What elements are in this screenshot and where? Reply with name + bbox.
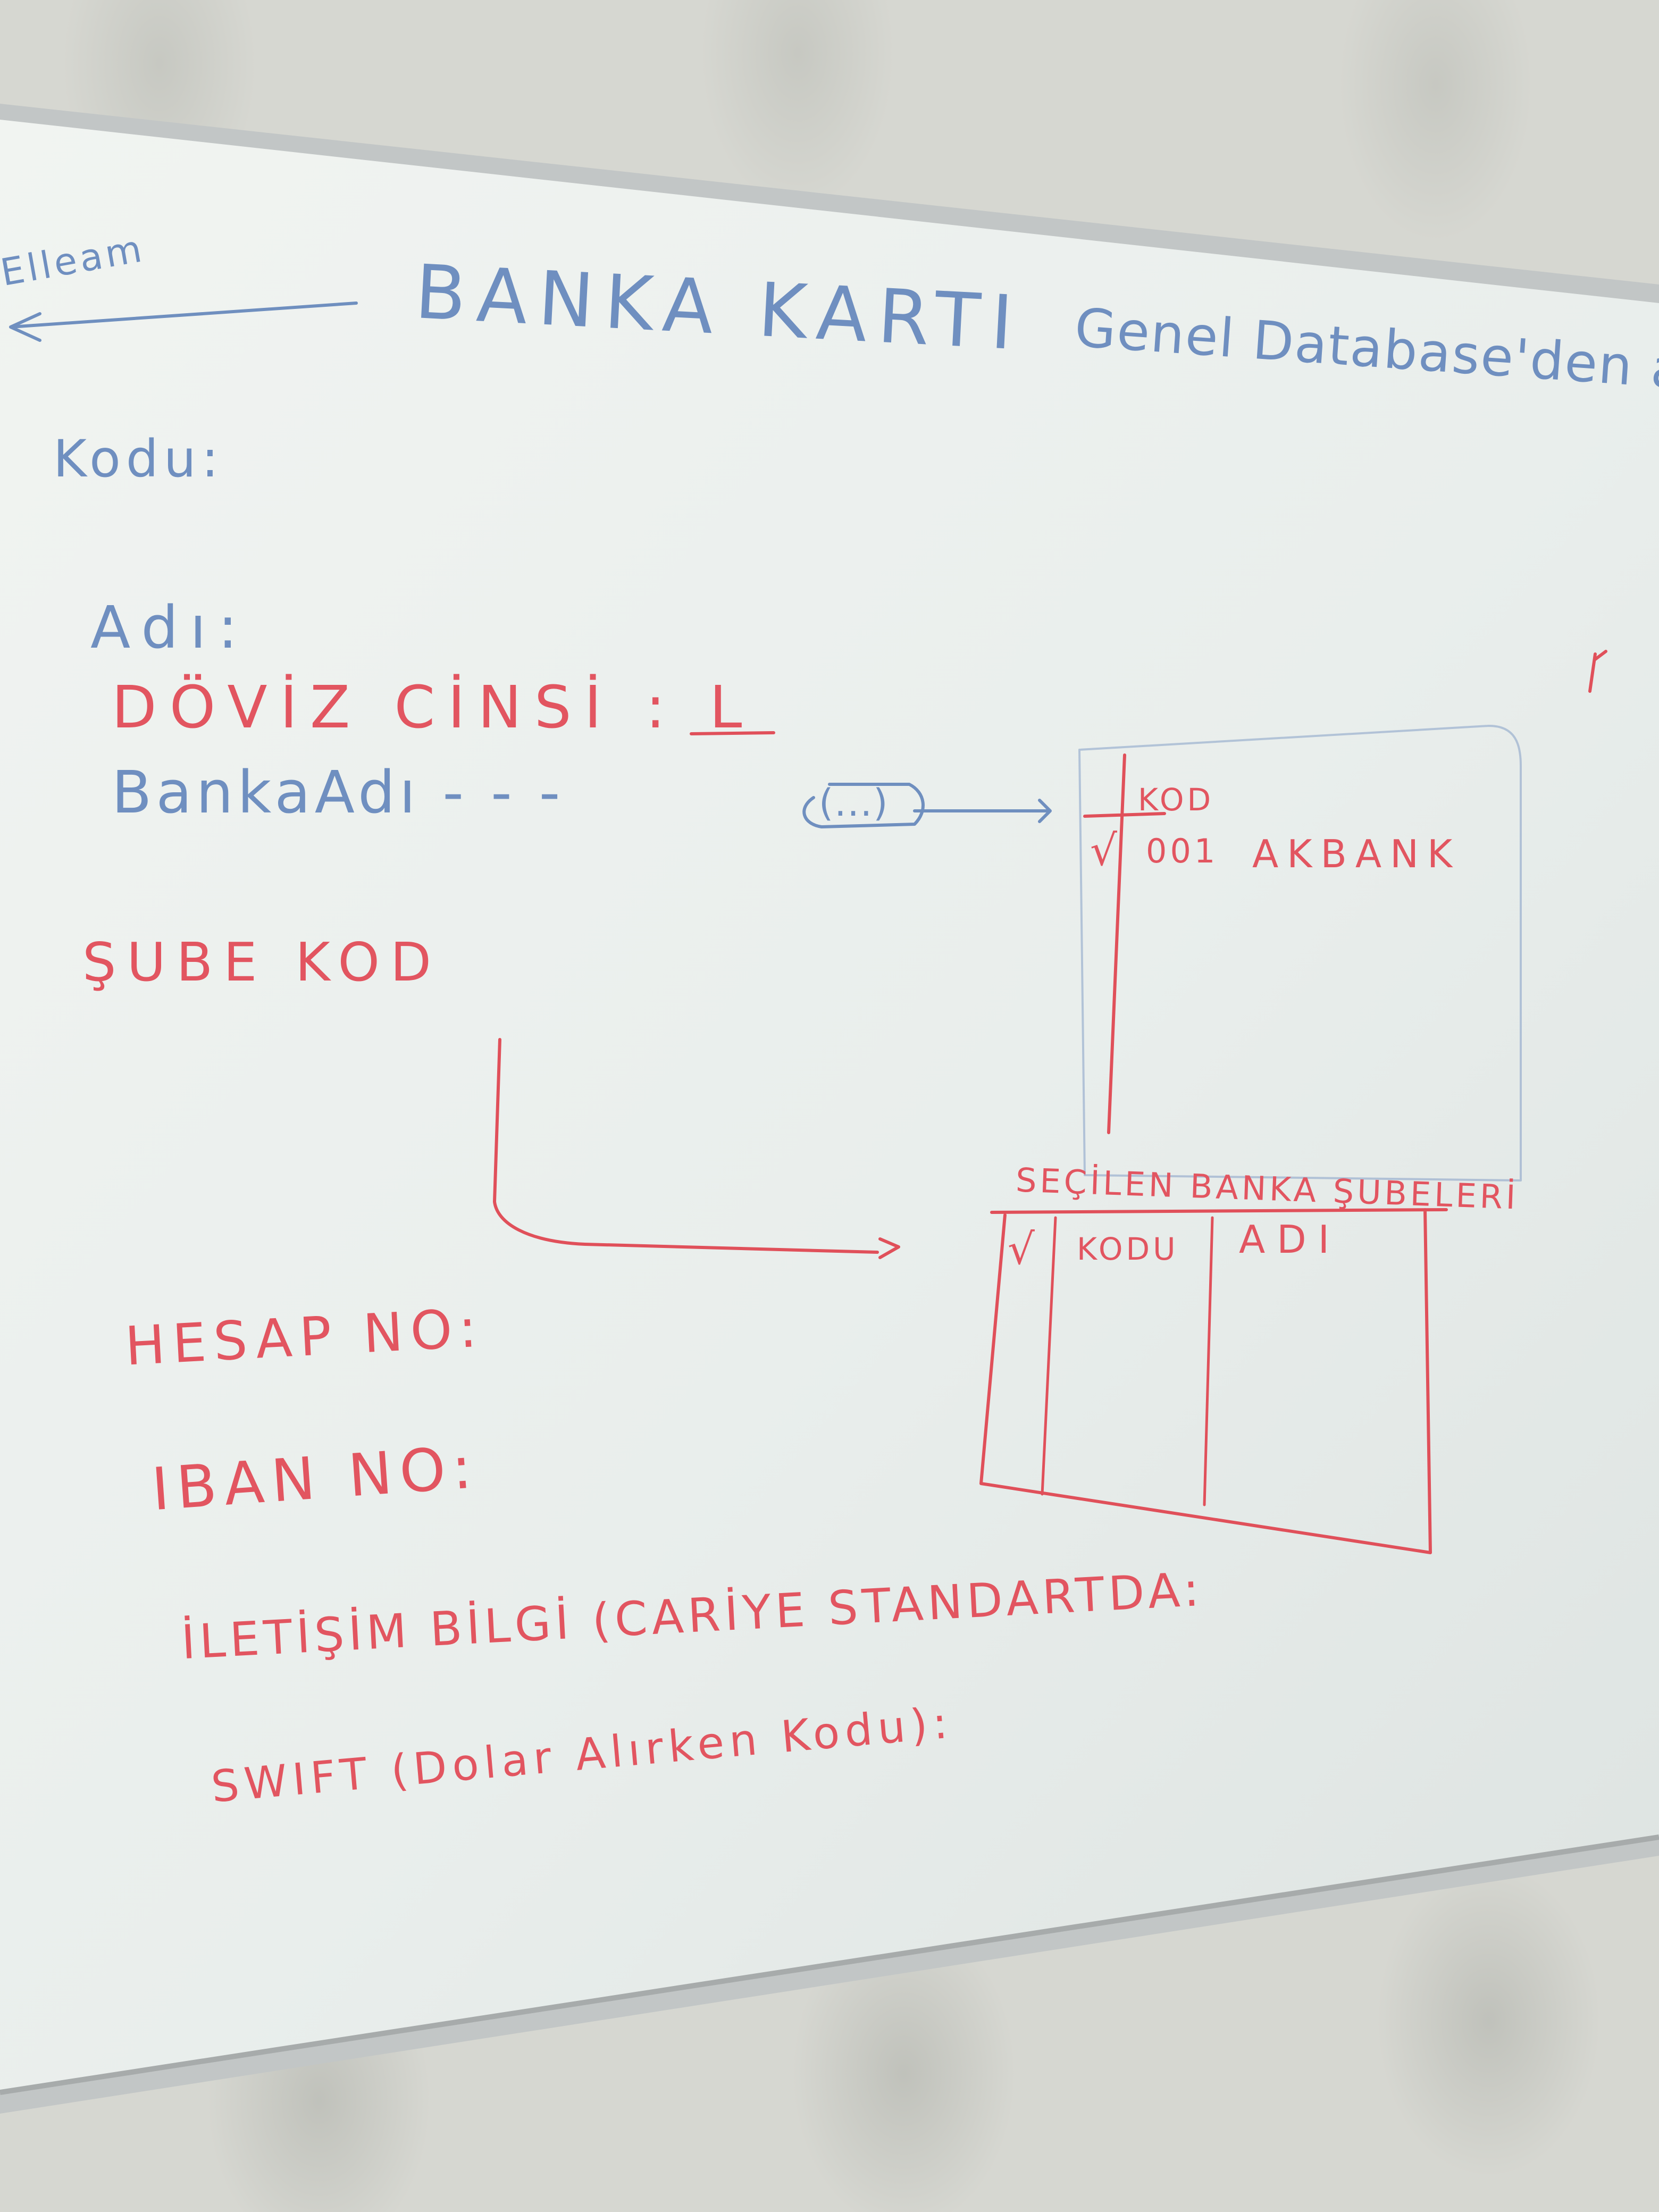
lookup-table-header: KOD [1138,782,1214,818]
branch-arrow [493,1038,900,1259]
branch-table-outline [979,1208,1448,1554]
lookup-window-outline [1078,725,1522,1182]
lookup-row-code: 001 [1146,832,1219,870]
back-arrow [9,301,358,342]
field-banka-adi: BankaAdı - - - [112,758,565,826]
lookup-table-lines [1083,753,1166,1134]
whiteboard-surface [0,120,1659,2092]
branch-table-columns [1041,1216,1214,1506]
field-doviz-cinsi: DÖVİZ CİNSİ : L [112,673,755,741]
lookup-arrow [913,799,1052,823]
field-kodu: Kodu: [53,429,224,489]
doviz-underline [690,731,775,735]
field-sube-kod: ŞUBE KOD [82,931,442,993]
lookup-row-name: AKBANK [1252,832,1461,876]
branch-table-col-code: KODU [1077,1231,1179,1267]
stray-red-mark [1588,650,1607,693]
lookup-row-check: √ [1090,826,1120,875]
branch-table-check: √ [1008,1225,1038,1274]
lookup-button-outline [802,783,925,828]
lookup-button[interactable]: (...) [819,781,889,825]
whiteboard-tray [0,1834,1659,2095]
field-adi: Adı: [90,593,249,661]
branch-table-col-name: ADI [1239,1217,1341,1262]
